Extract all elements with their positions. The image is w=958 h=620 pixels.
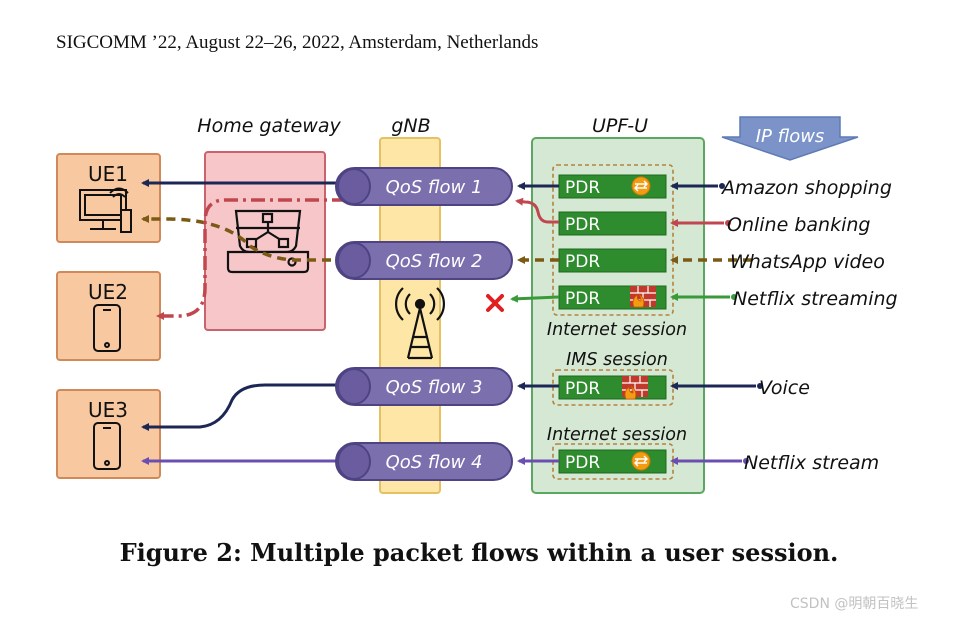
source-banking: Online banking: [727, 214, 870, 236]
gnb-label: gNB: [391, 115, 430, 137]
ip-flows-banner: IP flows: [721, 116, 859, 161]
source-netflix-stream: Netflix stream: [744, 452, 879, 474]
ue2-box: UE2: [56, 271, 161, 361]
pdr-to-drop: [510, 294, 560, 303]
source-whatsapp: WhatsApp video: [730, 251, 885, 273]
cell-tower-icon: [395, 287, 445, 360]
pdr-label: PDR: [565, 215, 600, 235]
qos-flow-label: QoS flow 3: [386, 377, 483, 398]
internet-session-group-1: [552, 164, 674, 316]
pdr-label: PDR: [565, 453, 600, 473]
drop-x-icon: [486, 294, 504, 312]
watermark: CSDN @明朝百晓生: [790, 596, 919, 612]
source-amazon: Amazon shopping: [720, 177, 892, 199]
pdr-banking-to-qos1: [515, 197, 559, 224]
pdr-label: PDR: [565, 252, 600, 272]
home-gateway-label: Home gateway: [197, 115, 341, 137]
ip-flows-label: IP flows: [756, 126, 825, 147]
upf-label: UPF-U: [592, 115, 648, 137]
ims-session-label: IMS session: [566, 350, 668, 370]
page-header: SIGCOMM ’22, August 22–26, 2022, Amsterd…: [56, 32, 539, 53]
pdr-label: PDR: [565, 178, 600, 198]
shaper-icon: [631, 176, 651, 196]
pdr-netflix: PDR: [558, 285, 667, 310]
qos-flow-4: QoS flow 4: [335, 442, 513, 481]
qos-flow-3: QoS flow 3: [335, 367, 513, 406]
router-icon: [226, 209, 310, 274]
source-voice: Voice: [759, 377, 810, 399]
source-netflix: Netflix streaming: [733, 288, 898, 310]
internet-session-label-1: Internet session: [547, 320, 687, 340]
tv-remote-icon: [79, 187, 132, 233]
qos-flow-1: QoS flow 1: [335, 167, 513, 206]
qos-flow-2: QoS flow 2: [335, 241, 513, 280]
banking-to-ue2: [156, 198, 346, 320]
phone-icon: [93, 422, 121, 470]
ue3-box: UE3: [56, 389, 161, 479]
internet-session-label-2: Internet session: [547, 425, 687, 445]
pdr-label: PDR: [565, 379, 600, 399]
qos-flow-label: QoS flow 2: [386, 251, 483, 272]
ue1-label: UE1: [88, 162, 128, 186]
pdr-amazon: PDR: [558, 174, 667, 199]
ue2-label: UE2: [88, 280, 128, 304]
phone-icon: [93, 304, 121, 352]
pdr-banking: PDR: [558, 211, 667, 236]
pdr-label: PDR: [565, 289, 600, 309]
pdr-netflix-stream: PDR: [558, 449, 667, 474]
firewall-icon: [622, 376, 648, 400]
pdr-whatsapp: PDR: [558, 248, 667, 273]
shaper-icon: [631, 451, 651, 471]
flow2-to-ue1: [141, 215, 346, 262]
qos-flow-label: QoS flow 1: [386, 177, 483, 198]
ue1-box: UE1: [56, 153, 161, 243]
firewall-icon: [630, 286, 656, 308]
pdr-voice: PDR: [558, 375, 667, 400]
figure-caption: Figure 2: Multiple packet flows within a…: [119, 538, 839, 567]
ue3-label: UE3: [88, 398, 128, 422]
flow3-to-ue3: [141, 383, 346, 431]
qos-flow-label: QoS flow 4: [386, 452, 483, 473]
home-gateway-box: [204, 151, 326, 331]
